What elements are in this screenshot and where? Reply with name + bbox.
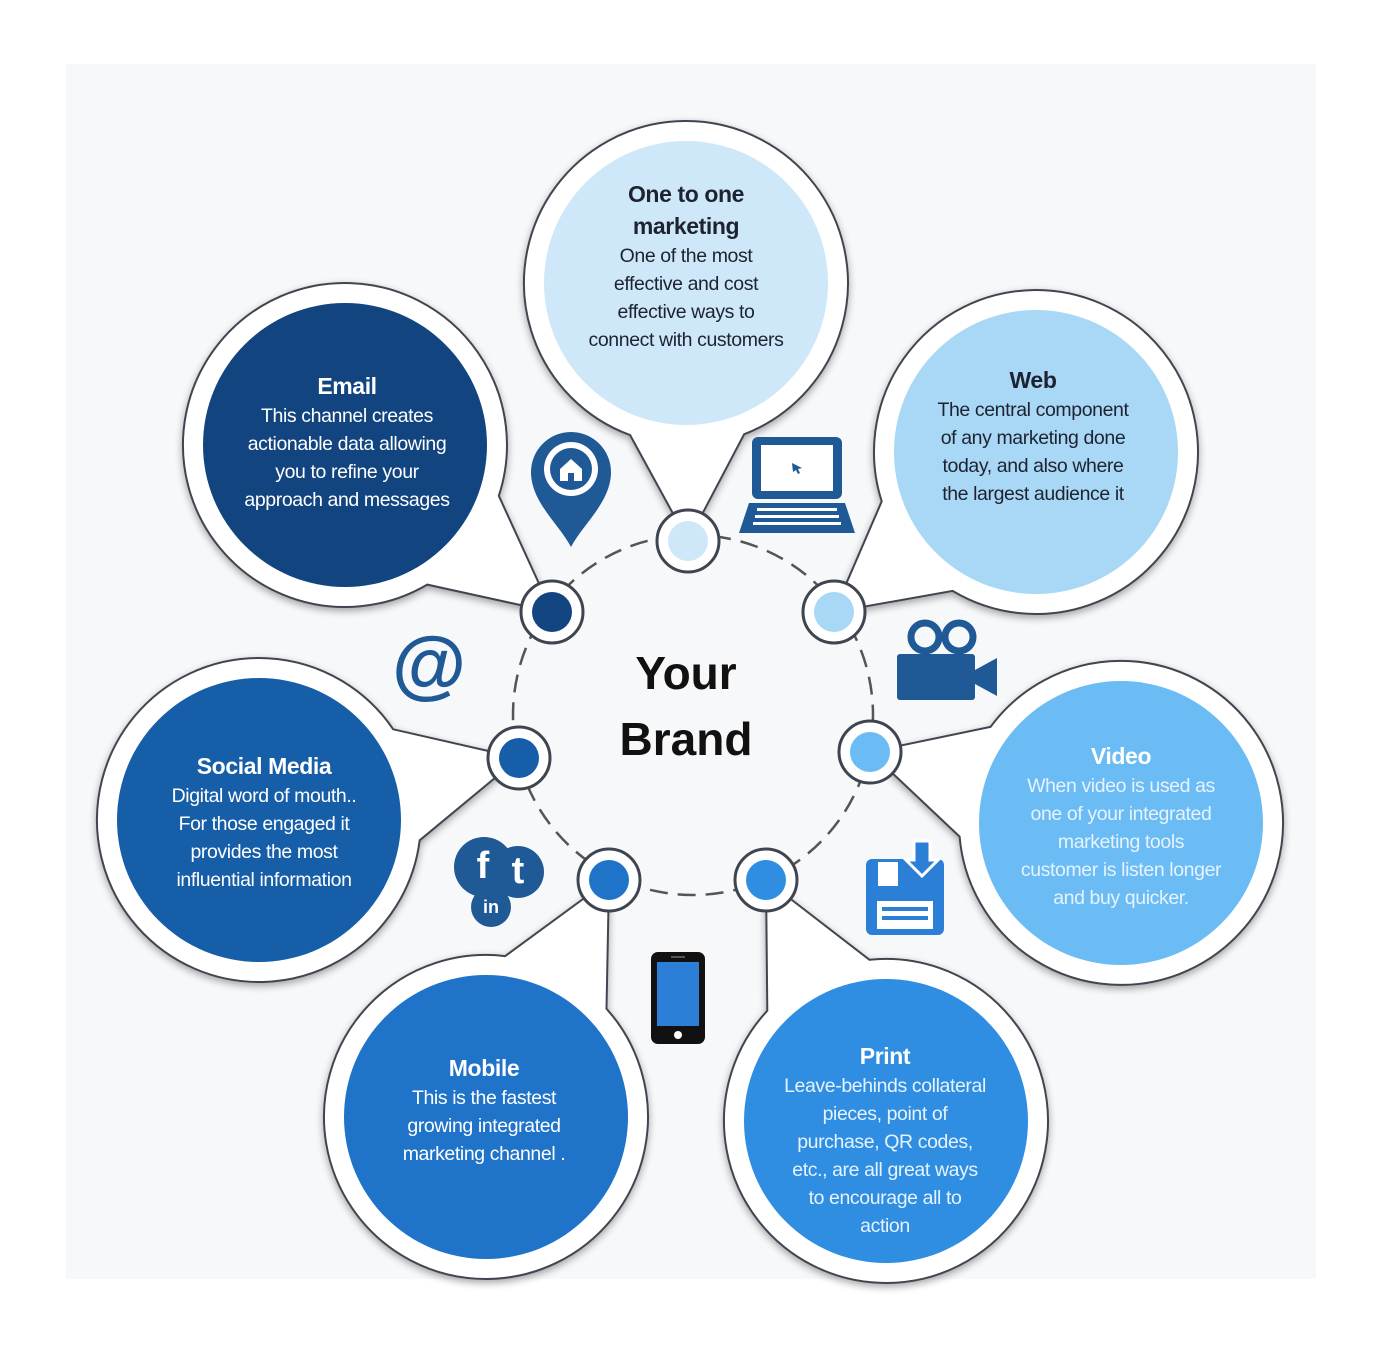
bubble-body-line: of any marketing done (940, 427, 1126, 449)
bubble-title-video: Video (1090, 743, 1152, 769)
bubble-disk-print (744, 979, 1028, 1263)
brand-center-label: Your Brand (576, 640, 796, 772)
twitter-icon: t (511, 850, 525, 892)
bubble-body-line: action (860, 1215, 910, 1237)
bubble-title-email: Email (317, 373, 377, 399)
bubble-body-line: you to refine your (275, 461, 419, 483)
bubble-body-line: Digital word of mouth.. (171, 785, 357, 807)
ring-node-dot-web (814, 592, 854, 632)
bubble-body-line: The central component (937, 399, 1129, 421)
bubble-title-print: Print (859, 1043, 911, 1069)
bubble-body-line: purchase, QR codes, (797, 1131, 973, 1153)
bubble-one-to-one: One to one marketing One of the most eff… (548, 178, 824, 354)
brand-line-2: Brand (619, 713, 753, 765)
bubble-print: Print Leave-behinds collateral pieces, p… (750, 1040, 1020, 1240)
ring-node-dot-social-media (499, 738, 539, 778)
social-media-icon (454, 837, 544, 927)
bubble-body-line: etc., are all great ways (792, 1159, 978, 1181)
bubble-title-one-to-one-line-2: marketing (632, 213, 740, 239)
bubble-mobile: Mobile This is the fastest growing integ… (354, 1052, 614, 1168)
bubble-body-line: approach and messages (244, 489, 450, 511)
bubble-disk-email (203, 303, 487, 587)
bubble-body-line: effective and cost (613, 273, 759, 295)
bubble-title-social-media: Social Media (196, 753, 332, 779)
bubble-body-line: marketing channel . (402, 1143, 566, 1165)
floppy-disk-download-icon (866, 839, 944, 935)
bubble-body-line: For those engaged it (178, 813, 350, 835)
bubble-body-line: customer is listen longer (1020, 859, 1222, 881)
ring-node-dot-video (850, 732, 890, 772)
bubble-email: Email This channel creates actionable da… (212, 370, 482, 514)
bubble-body-line: one of your integrated (1030, 803, 1212, 825)
bubble-body-line: One of the most (619, 245, 753, 267)
bubble-disk-one-to-one (544, 141, 828, 425)
ring-node-dot-mobile (589, 860, 629, 900)
bubble-body-line: growing integrated (407, 1115, 561, 1137)
bubble-body-line: This channel creates (261, 405, 433, 427)
bubble-disk-web (894, 310, 1178, 594)
bubble-title-one-to-one-line-1: One to one (627, 181, 745, 207)
laptop-icon (739, 437, 855, 533)
bubble-social-media: Social Media Digital word of mouth.. For… (130, 750, 398, 894)
bubble-body-line: When video is used as (1027, 775, 1215, 797)
bubble-body-line: effective ways to (617, 301, 755, 323)
brand-line-1: Your (635, 647, 737, 699)
bubble-body-line: and buy quicker. (1053, 887, 1189, 909)
bubble-title-web: Web (1009, 367, 1057, 393)
facebook-icon: f (476, 845, 490, 887)
bubble-web: Web The central component of any marketi… (898, 364, 1168, 508)
bubble-body-line: influential information (176, 869, 352, 891)
bubble-body-line: pieces, point of (822, 1103, 948, 1125)
smartphone-icon (651, 952, 705, 1044)
bubble-body-line: connect with customers (588, 329, 784, 351)
bubble-body-line: This is the fastest (411, 1087, 557, 1109)
bubble-disk-video (979, 681, 1263, 965)
bubble-body-line: Leave-behinds collateral (784, 1075, 986, 1097)
bubble-video: Video When video is used as one of your … (986, 740, 1256, 912)
bubble-body-line: the largest audience it (942, 483, 1124, 505)
bubble-title-mobile: Mobile (448, 1055, 520, 1081)
bubble-body-line: today, and also where (942, 455, 1124, 477)
bubble-disk-social-media (117, 678, 401, 962)
ring-node-dot-print (746, 860, 786, 900)
bubble-body-line: to encourage all to (808, 1187, 962, 1209)
bubble-body-line: marketing tools (1057, 831, 1185, 853)
bubble-body-line: actionable data allowing (247, 433, 447, 455)
location-home-icon (531, 432, 611, 547)
at-sign-icon: @ (391, 622, 467, 707)
linkedin-icon: in (483, 897, 499, 917)
bubble-disk-mobile (344, 975, 628, 1259)
bubble-body-line: provides the most (190, 841, 338, 863)
ring-node-dot-email (532, 592, 572, 632)
video-camera-icon (897, 619, 997, 700)
ring-node-dot-one-to-one (668, 521, 708, 561)
